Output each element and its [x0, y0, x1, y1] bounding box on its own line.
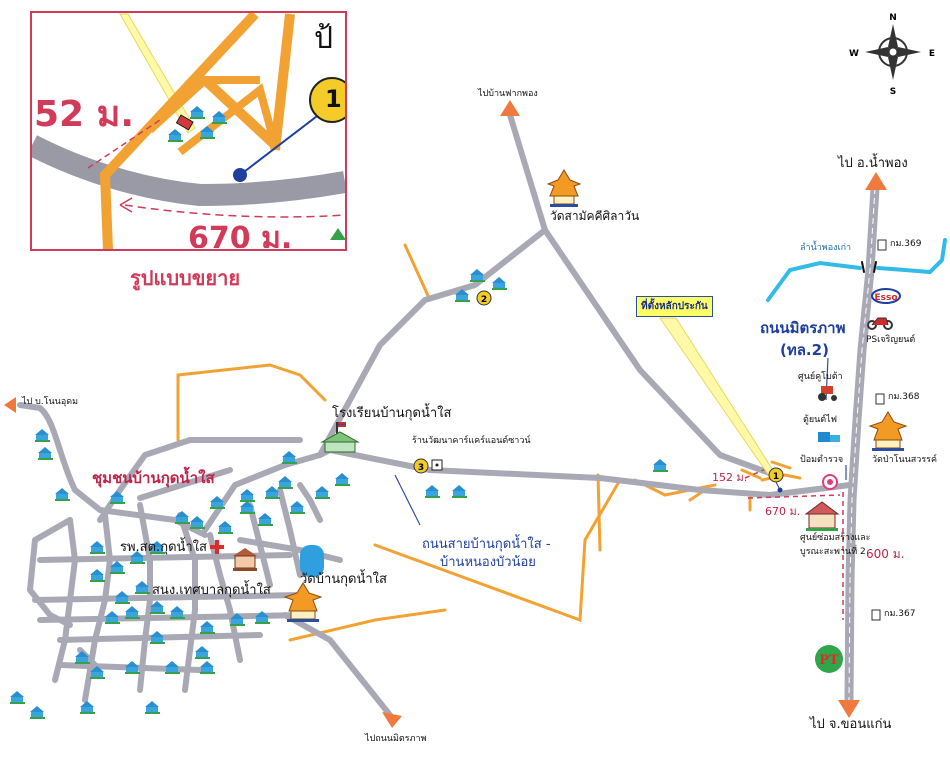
marker-3-label: 3: [418, 463, 424, 473]
dest-west: ไป บ.โนนอุดม: [22, 397, 78, 407]
highway: [844, 183, 880, 705]
marker-1[interactable]: 1: [768, 467, 784, 493]
compass-n: N: [889, 13, 897, 23]
label-local-road: ถนนสายบ้านกุดน้ำใส -: [422, 537, 551, 552]
municipal-building-icon: [233, 548, 257, 571]
label-dist-152: 152 ม.: [712, 471, 748, 484]
temple-icon: [283, 582, 323, 622]
label-dist-670: 670 ม.: [765, 505, 801, 518]
label-highway: ถนนมิตรภาพ: [760, 319, 846, 337]
label-river: ลำน้ำพองเก่า: [800, 243, 852, 253]
pond: [300, 545, 324, 577]
hospital-icon: [210, 540, 224, 554]
temple-icon: [868, 411, 908, 451]
label-shop: ร้านวัฒนาคาร์แคร์แอนด์ซาวน์: [412, 436, 531, 446]
marker-1-label: 1: [773, 472, 779, 482]
label-km369: กม.369: [890, 239, 922, 249]
esso-label: Esso: [874, 293, 897, 303]
tractor-icon: [818, 386, 837, 401]
callout-collateral-location: ที่ตั้งหลักประกัน: [636, 296, 713, 317]
label-community: ชุมชนบ้านกุดน้ำใส: [92, 469, 215, 487]
motorcycle-icon: [867, 317, 893, 330]
label-highway-code: (ทล.2): [780, 341, 829, 359]
esso-logo-icon: Esso: [871, 288, 901, 304]
label-temple-right: วัดป่าโนนสวรรค์: [872, 455, 938, 465]
pt-logo-icon: PT: [815, 645, 843, 673]
marker-2[interactable]: 2: [476, 290, 492, 306]
marker-2-label: 2: [481, 295, 487, 305]
label-school: โรงเรียนบ้านกุดน้ำใส: [332, 406, 452, 421]
pt-label: PT: [819, 653, 839, 668]
temple-icon: [546, 169, 582, 207]
distance-lines: [744, 467, 844, 620]
inset-distance-b: 670 ม.: [188, 222, 293, 248]
compass-w: W: [849, 49, 859, 59]
inset-corner-text: ป้: [314, 22, 334, 55]
label-repair-center-2: บูรณะสะพานที่ 2: [800, 547, 866, 557]
dest-south: ไปถนนมิตรภาพ: [365, 734, 427, 744]
police-icon: [822, 474, 838, 490]
compass-icon: N S W E: [849, 13, 935, 97]
phone-booth-icon: [818, 432, 840, 442]
repair-center-icon: [804, 501, 840, 531]
label-tractor-center: ศูนย์คูโบต้า: [798, 372, 843, 382]
compass-s: S: [890, 87, 896, 97]
label-km367: กม.367: [884, 609, 916, 619]
inset-map: [30, 11, 347, 251]
label-repair-center: ศูนย์ซ่อมสร้างและ: [800, 533, 871, 543]
label-ps-shop: PSเจริญยนต์: [866, 335, 916, 345]
label-temple-village: วัดบ้านกุดน้ำใส: [300, 572, 387, 587]
inset-caption: รูปแบบขยาย: [130, 266, 241, 290]
label-police-box: ป้อมตำรวจ: [800, 455, 844, 465]
label-phone-booth: ตู้ยนต์ไฟ: [803, 415, 838, 425]
label-municipal: สนง.เทศบาลกุดน้ำใส: [152, 583, 271, 598]
label-hospital: รพ.สต.กุดน้ำใส: [120, 540, 207, 555]
compass-e: E: [929, 49, 935, 59]
inset-distance-a: 52 ม.: [34, 94, 135, 135]
dest-north-top: ไปบ้านฟากพอง: [478, 89, 538, 99]
marker-3[interactable]: 3: [413, 458, 443, 474]
school-icon: [320, 422, 360, 453]
dest-highway-south: ไป จ.ขอนแก่น: [810, 717, 892, 732]
inset-marker-label: 1: [325, 86, 341, 113]
label-local-road-2: บ้านหนองบัวน้อย: [440, 555, 536, 570]
km-post-icon: [871, 239, 887, 621]
dest-highway-north: ไป อ.น้ำพอง: [838, 156, 908, 171]
label-dist-600: 600 ม.: [866, 547, 905, 561]
river: [766, 238, 947, 302]
label-temple-top: วัดสามัคคีศิลาวัน: [550, 209, 640, 223]
label-km368: กม.368: [888, 392, 920, 402]
direction-arrow-icon: [4, 100, 887, 728]
